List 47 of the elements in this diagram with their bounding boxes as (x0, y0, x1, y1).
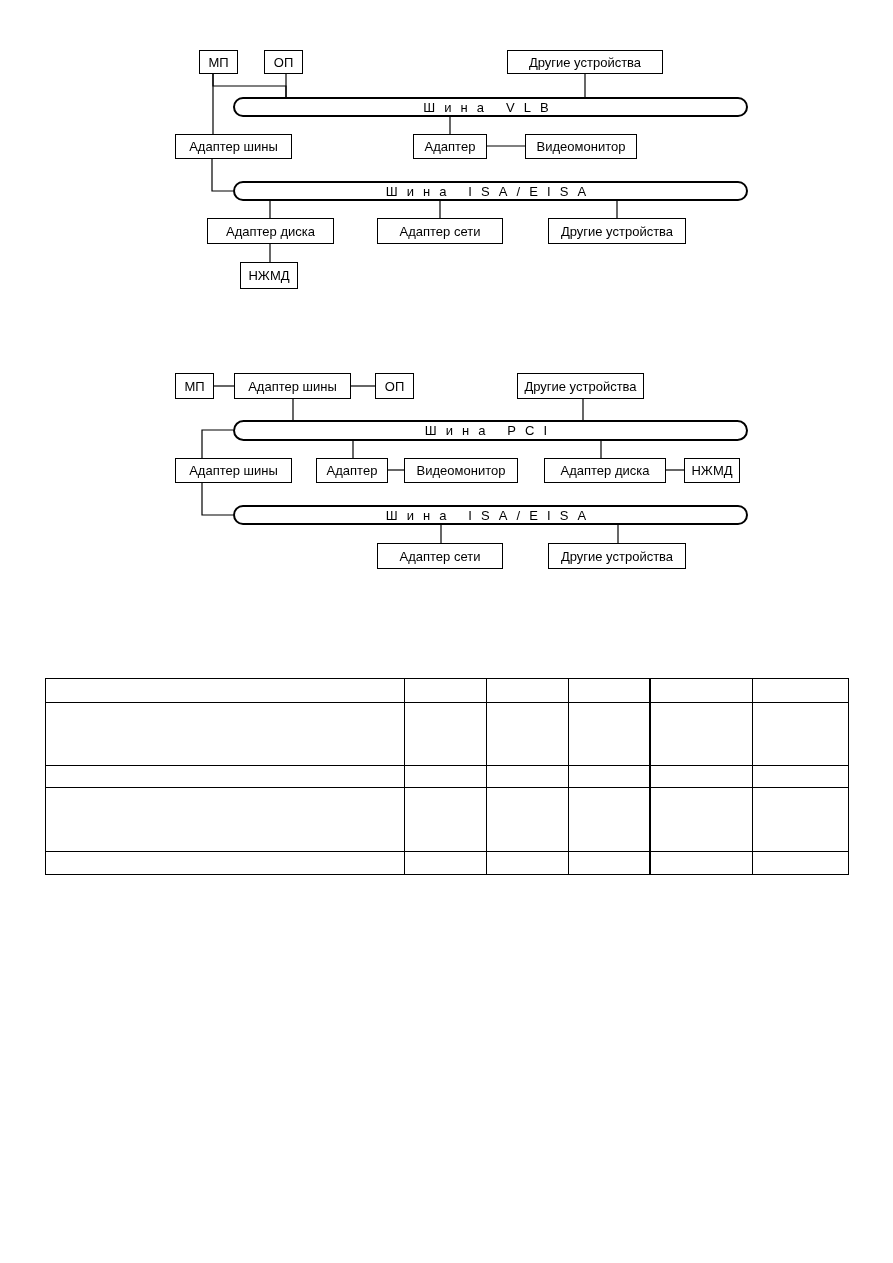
component-box: Другие устройства (507, 50, 663, 74)
connector-line (665, 469, 685, 471)
component-box: НЖМД (240, 262, 298, 289)
connector-line (201, 429, 234, 459)
connector-line (582, 398, 584, 421)
connector-line (285, 73, 287, 98)
component-box: Адаптер сети (377, 218, 503, 244)
connector-line (269, 243, 271, 263)
bus-bar: Шина PCI (233, 420, 748, 441)
connector-line (439, 200, 441, 219)
connector-line (213, 385, 235, 387)
connector-line (440, 524, 442, 544)
component-box: Адаптер (316, 458, 388, 483)
connector-line (600, 440, 602, 459)
component-box: Адаптер сети (377, 543, 503, 569)
connector-line (292, 398, 294, 421)
connector-line (350, 385, 376, 387)
component-box: Другие устройства (517, 373, 644, 399)
bus-bar: Шина ISA/EISA (233, 181, 748, 201)
component-box: МП (199, 50, 238, 74)
component-box: Адаптер шины (175, 134, 292, 159)
component-box: Видеомонитор (404, 458, 518, 483)
component-box: Другие устройства (548, 218, 686, 244)
connector-line (211, 158, 234, 192)
component-box: Адаптер (413, 134, 487, 159)
component-box: Видеомонитор (525, 134, 637, 159)
component-box: Адаптер диска (207, 218, 334, 244)
component-box: Адаптер шины (175, 458, 292, 483)
connector-line (352, 440, 354, 459)
component-box: Адаптер шины (234, 373, 351, 399)
connector-line (584, 73, 586, 98)
connector-line (201, 482, 234, 516)
component-box: Адаптер диска (544, 458, 666, 483)
connector-line (387, 469, 405, 471)
component-box: ОП (264, 50, 303, 74)
connector-line (616, 200, 618, 219)
connector-line (449, 116, 451, 135)
component-box: МП (175, 373, 214, 399)
connector-line (486, 145, 526, 147)
bus-bar: Шина ISA/EISA (233, 505, 748, 525)
component-box: Другие устройства (548, 543, 686, 569)
connector-line (269, 200, 271, 219)
component-box: НЖМД (684, 458, 740, 483)
component-box: ОП (375, 373, 414, 399)
connector-line (212, 73, 214, 135)
bus-bar: Шина VLB (233, 97, 748, 117)
connector-line (617, 524, 619, 544)
